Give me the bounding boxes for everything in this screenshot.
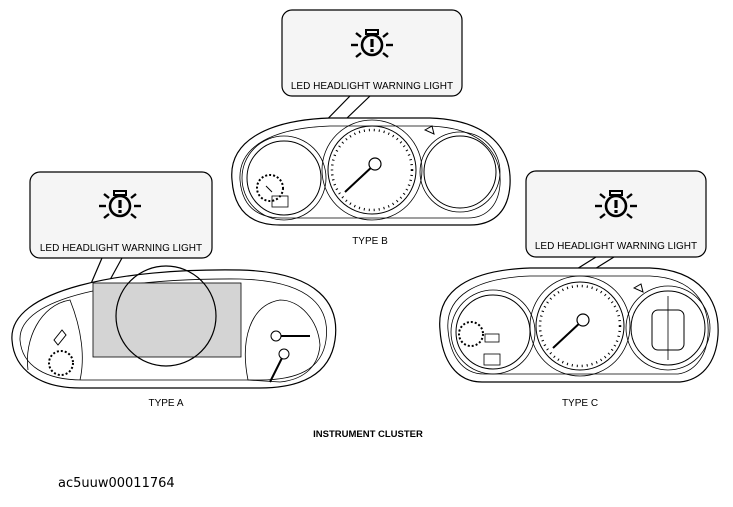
callout-c-label: LED HEADLIGHT WARNING LIGHT: [535, 241, 697, 252]
callout-type-a: LED HEADLIGHT WARNING LIGHT: [29, 171, 213, 259]
callout-b-label: LED HEADLIGHT WARNING LIGHT: [291, 81, 453, 92]
callout-type-c: LED HEADLIGHT WARNING LIGHT: [525, 170, 707, 258]
instrument-cluster-type-c: [439, 267, 719, 383]
callout-type-b: LED HEADLIGHT WARNING LIGHT: [281, 9, 463, 97]
type-b-caption: TYPE B: [352, 236, 388, 247]
type-a-caption: TYPE A: [148, 398, 183, 409]
instrument-cluster-type-b: [231, 117, 511, 226]
type-c-caption: TYPE C: [562, 398, 598, 409]
figure-title: INSTRUMENT CLUSTER: [313, 429, 423, 440]
figure-code: ac5uuw00011764: [58, 476, 175, 491]
callout-a-label: LED HEADLIGHT WARNING LIGHT: [40, 243, 202, 254]
instrument-cluster-type-a: [11, 265, 337, 389]
